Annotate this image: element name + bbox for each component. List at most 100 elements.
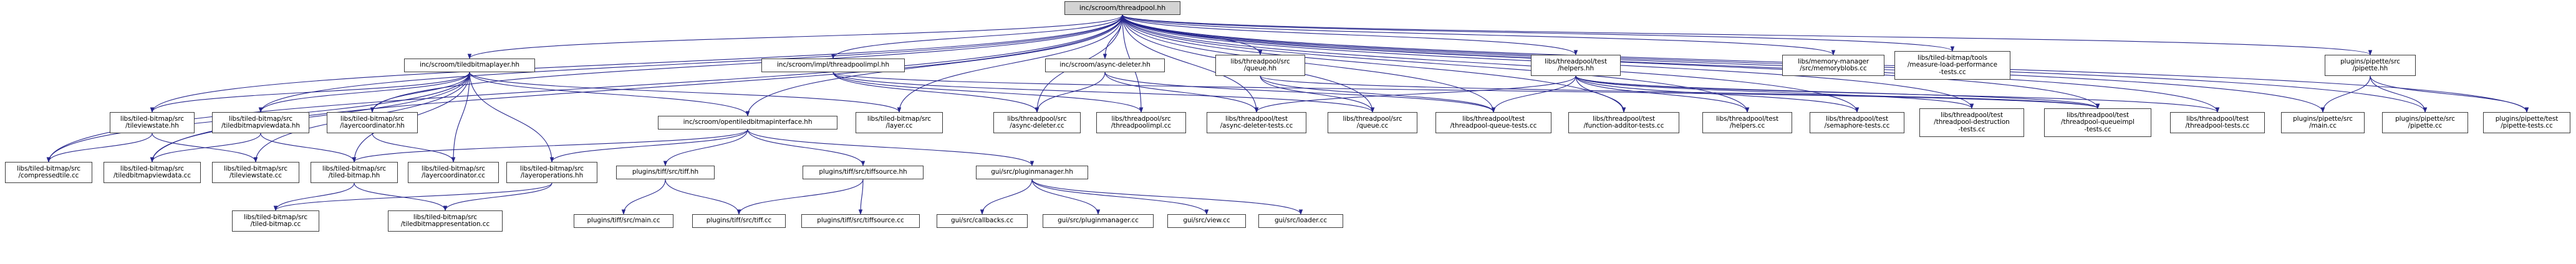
graph-edge bbox=[258, 14, 1123, 113]
graph-node[interactable]: libs/threadpool/test /helpers.cc bbox=[1702, 112, 1792, 133]
graph-node[interactable]: libs/memory-manager /src/memoryblobs.cc bbox=[1782, 55, 1884, 76]
graph-edge bbox=[1575, 75, 2220, 113]
graph-edge bbox=[621, 179, 666, 215]
graph-node[interactable]: plugins/tiff/src/tiff.hh bbox=[616, 166, 715, 179]
graph-edge bbox=[1122, 14, 2428, 113]
graph-edge bbox=[2370, 75, 2529, 113]
graph-edge bbox=[832, 72, 1375, 113]
graph-node[interactable]: libs/tiled-bitmap/src /layercoordinator.… bbox=[327, 112, 418, 133]
graph-edge bbox=[150, 133, 261, 163]
graph-node[interactable]: plugins/tiff/src/tiffsource.hh bbox=[803, 166, 924, 179]
graph-edge bbox=[1122, 14, 1263, 56]
graph-node[interactable]: libs/threadpool/test /semaphore-tests.cc bbox=[1810, 112, 1904, 133]
graph-node[interactable]: libs/tiled-bitmap/src /tiledbitmappresen… bbox=[388, 210, 503, 232]
graph-edge bbox=[150, 72, 470, 163]
graph-edge bbox=[152, 133, 258, 163]
graph-node[interactable]: libs/threadpool/test /threadpool-tests.c… bbox=[2170, 112, 2265, 133]
graph-node[interactable]: libs/threadpool/src /async-deleter.cc bbox=[993, 112, 1081, 133]
graph-node[interactable]: libs/tiled-bitmap/tools /measure-load-pe… bbox=[1894, 51, 2010, 80]
graph-node[interactable]: inc/scroom/tiledbitmaplayer.hh bbox=[404, 59, 535, 72]
graph-node[interactable]: libs/tiled-bitmap/src /layer.cc bbox=[856, 112, 943, 133]
graph-edge bbox=[1575, 75, 1750, 113]
graph-edge bbox=[1260, 75, 1375, 113]
graph-node[interactable]: libs/threadpool/src /queue.hh bbox=[1215, 55, 1305, 76]
graph-node[interactable]: plugins/pipette/src /pipette.hh bbox=[2325, 55, 2416, 76]
graph-edge bbox=[1260, 75, 1496, 113]
graph-node[interactable]: libs/threadpool/test /helpers.hh bbox=[1531, 55, 1621, 76]
graph-edge bbox=[665, 179, 741, 215]
graph-edge bbox=[1491, 75, 1576, 113]
graph-edge bbox=[1575, 75, 2100, 110]
graph-node[interactable]: libs/tiled-bitmap/src /layercoordinator.… bbox=[408, 162, 499, 183]
graph-edge bbox=[370, 72, 470, 113]
graph-node-root[interactable]: inc/scroom/threadpool.hh bbox=[1064, 1, 1180, 15]
graph-node[interactable]: libs/tiled-bitmap/src /tiledbitmapviewda… bbox=[212, 112, 309, 133]
graph-edge bbox=[1104, 72, 1496, 113]
graph-edge bbox=[980, 179, 1033, 215]
graph-edge bbox=[747, 129, 866, 167]
graph-edge bbox=[451, 72, 470, 163]
graph-node[interactable]: gui/src/view.cc bbox=[1167, 214, 1246, 228]
graph-edge bbox=[150, 72, 470, 113]
graph-edge bbox=[1575, 75, 1974, 110]
graph-node[interactable]: libs/threadpool/src /queue.cc bbox=[1328, 112, 1417, 133]
graph-node[interactable]: libs/threadpool/test /threadpool-queue-t… bbox=[1435, 112, 1551, 133]
graph-node[interactable]: inc/scroom/impl/threadpoolimpl.hh bbox=[761, 59, 905, 72]
graph-edge bbox=[273, 182, 355, 212]
graph-node[interactable]: libs/threadpool/test /threadpool-destruc… bbox=[1919, 108, 2024, 137]
graph-node[interactable]: libs/tiled-bitmap/src /tileviewstate.cc bbox=[212, 162, 299, 183]
graph-edge bbox=[258, 72, 470, 113]
graph-edge bbox=[1122, 14, 2372, 56]
graph-edge bbox=[1031, 179, 1303, 215]
graph-edge bbox=[1122, 14, 1496, 113]
graph-edge bbox=[1260, 75, 2100, 110]
graph-edge bbox=[747, 129, 1035, 167]
graph-edge bbox=[549, 129, 748, 163]
graph-edge bbox=[2370, 75, 2428, 113]
graph-node[interactable]: libs/threadpool/test /function-additor-t… bbox=[1568, 112, 1679, 133]
graph-node[interactable]: gui/src/pluginmanager.hh bbox=[976, 166, 1088, 179]
graph-edge bbox=[832, 72, 1040, 113]
graph-node[interactable]: plugins/tiff/src/main.cc bbox=[574, 214, 673, 228]
graph-node[interactable]: plugins/pipette/src /main.cc bbox=[2281, 112, 2365, 133]
graph-edge bbox=[46, 133, 153, 163]
graph-edge bbox=[1102, 14, 1123, 60]
graph-edge bbox=[372, 133, 456, 163]
graph-edge bbox=[46, 14, 1123, 163]
graph-node[interactable]: libs/tiled-bitmap/src /layeroperations.h… bbox=[506, 162, 597, 183]
graph-edge bbox=[831, 14, 1123, 60]
graph-edge bbox=[150, 14, 1123, 163]
graph-node[interactable]: libs/tiled-bitmap/src /tiled-bitmap.cc bbox=[232, 210, 319, 232]
graph-edge bbox=[832, 72, 1144, 113]
graph-edge bbox=[1122, 14, 1836, 56]
graph-edge bbox=[1122, 14, 1954, 52]
graph-edge bbox=[467, 14, 1123, 60]
graph-node[interactable]: libs/tiled-bitmap/src /compressedtile.cc bbox=[5, 162, 92, 183]
graph-edge bbox=[469, 72, 750, 117]
graph-node[interactable]: gui/src/callbacks.cc bbox=[937, 214, 1028, 228]
graph-node[interactable]: libs/tiled-bitmap/src /tileviewstate.hh bbox=[110, 112, 195, 133]
graph-node[interactable]: libs/threadpool/src /threadpoolimpl.cc bbox=[1096, 112, 1186, 133]
graph-edge bbox=[1254, 75, 1576, 113]
graph-edge bbox=[443, 182, 552, 212]
graph-edge bbox=[663, 129, 748, 167]
graph-edge bbox=[2320, 75, 2371, 113]
graph-edge bbox=[352, 129, 748, 163]
graph-node[interactable]: gui/src/pluginmanager.cc bbox=[1043, 214, 1154, 228]
graph-node[interactable]: plugins/tiff/src/tiffsource.cc bbox=[801, 214, 920, 228]
graph-edge bbox=[150, 14, 1123, 113]
graph-edge bbox=[260, 133, 357, 163]
graph-node[interactable]: libs/threadpool/test /threadpool-queueim… bbox=[2044, 108, 2151, 137]
graph-node[interactable]: plugins/pipette/test /pipette-tests.cc bbox=[2483, 112, 2570, 133]
graph-node[interactable]: gui/src/loader.cc bbox=[1258, 214, 1343, 228]
graph-node[interactable]: libs/tiled-bitmap/src /tiledbitmapviewda… bbox=[104, 162, 201, 183]
graph-edge bbox=[1575, 75, 1860, 113]
graph-edge bbox=[1122, 14, 1578, 56]
graph-node[interactable]: inc/scroom/opentiledbitmapinterface.hh bbox=[658, 116, 837, 130]
graph-node[interactable]: inc/scroom/async-deleter.hh bbox=[1045, 59, 1165, 72]
graph-node[interactable]: plugins/tiff/src/tiff.cc bbox=[692, 214, 786, 228]
graph-node[interactable]: plugins/pipette/src /pipette.cc bbox=[2382, 112, 2468, 133]
graph-node[interactable]: libs/threadpool/test /async-deleter-test… bbox=[1207, 112, 1306, 133]
graph-node[interactable]: libs/tiled-bitmap/src /tiled-bitmap.hh bbox=[311, 162, 398, 183]
